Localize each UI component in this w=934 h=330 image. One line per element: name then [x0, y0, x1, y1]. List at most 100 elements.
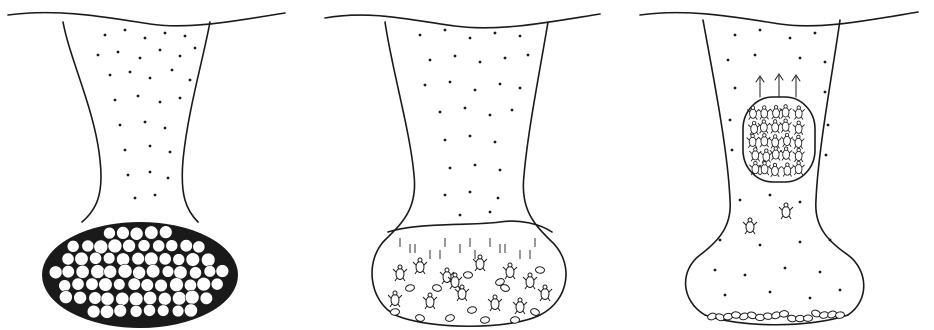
hatchling — [793, 121, 805, 135]
egg-shell — [480, 316, 490, 324]
sand-dot — [727, 59, 730, 62]
hatchling — [780, 147, 792, 161]
sand-dot — [734, 34, 737, 37]
up-arrow-icon — [792, 75, 800, 97]
egg — [159, 226, 172, 239]
hatchling — [393, 265, 407, 281]
egg — [158, 292, 171, 305]
egg — [62, 265, 74, 277]
egg — [211, 278, 223, 290]
sand-dot — [137, 95, 140, 98]
egg — [104, 265, 117, 278]
up-arrow-icon — [775, 74, 783, 97]
egg — [172, 305, 184, 317]
sand-dot — [504, 57, 507, 60]
sand-dot — [734, 87, 737, 90]
nest-panel-3 — [640, 12, 918, 325]
sand-dot — [124, 29, 127, 32]
sand-dot — [814, 32, 817, 35]
sand-dot — [724, 294, 727, 297]
hatchling — [413, 258, 427, 274]
hatchlings — [747, 105, 805, 177]
sand-dots — [97, 29, 197, 200]
hatchling — [423, 293, 437, 309]
hatchling — [388, 291, 402, 307]
sand-dot — [479, 61, 482, 64]
egg — [145, 226, 158, 239]
egg — [62, 253, 74, 265]
sand-surface-line — [8, 13, 285, 26]
sand-dot — [511, 109, 514, 112]
egg — [114, 304, 127, 317]
egg — [129, 292, 143, 306]
egg — [133, 266, 146, 279]
egg — [146, 264, 160, 278]
hatchling — [747, 106, 759, 120]
hatchling — [769, 163, 781, 177]
egg-shell — [467, 306, 477, 314]
hatchling — [455, 285, 469, 301]
hatchling — [538, 285, 552, 301]
egg — [87, 305, 100, 318]
hatchling — [780, 119, 792, 133]
egg — [130, 305, 142, 317]
egg-shell — [779, 310, 789, 317]
sand-dot — [719, 239, 722, 242]
sand-dot — [489, 211, 492, 214]
sand-dot — [149, 171, 152, 174]
egg — [89, 252, 101, 264]
egg — [216, 265, 229, 278]
hatchling — [488, 295, 502, 311]
hatchling — [743, 218, 757, 234]
hatchling — [769, 120, 781, 134]
sand-dot — [424, 84, 427, 87]
sand-dot — [494, 32, 497, 35]
egg — [89, 292, 102, 305]
sand-dot — [459, 214, 462, 217]
egg — [138, 240, 150, 252]
sand-dot — [109, 74, 112, 77]
nest-outline — [63, 22, 210, 222]
sand-dot — [127, 174, 130, 177]
hatchling — [747, 134, 759, 148]
hatchling — [769, 135, 781, 149]
egg — [72, 278, 84, 290]
egg — [118, 264, 132, 278]
egg — [204, 265, 216, 277]
sand-dot — [824, 61, 827, 64]
egg — [101, 292, 114, 305]
sand-dot — [809, 297, 812, 300]
egg — [170, 278, 184, 292]
egg — [113, 279, 125, 291]
egg-mass — [43, 223, 237, 327]
up-arrows — [756, 74, 800, 97]
egg — [162, 266, 174, 278]
egg — [172, 291, 186, 305]
sand-dot — [134, 197, 137, 200]
up-arrow-icon — [756, 76, 764, 97]
hatchling-cluster — [743, 97, 815, 182]
egg-shell — [405, 284, 415, 292]
egg — [74, 291, 87, 304]
sand-dot — [139, 57, 142, 60]
sand-dot — [171, 69, 174, 72]
hatchling — [759, 162, 771, 176]
sand-dot — [769, 194, 772, 197]
egg — [91, 265, 105, 279]
egg — [186, 253, 200, 267]
egg — [184, 279, 196, 291]
sand-dot — [444, 139, 447, 142]
sand-dot — [799, 57, 802, 60]
egg — [141, 279, 154, 292]
nest-panel-2 — [325, 14, 600, 326]
sand-dot — [497, 197, 500, 200]
hatchling — [503, 263, 517, 279]
egg — [189, 267, 201, 279]
hatchling — [770, 106, 782, 120]
sand-dot — [164, 32, 167, 35]
hatchling — [758, 106, 770, 120]
egg — [197, 277, 211, 291]
sand-dot — [444, 194, 447, 197]
egg — [76, 265, 89, 278]
egg — [180, 239, 192, 251]
